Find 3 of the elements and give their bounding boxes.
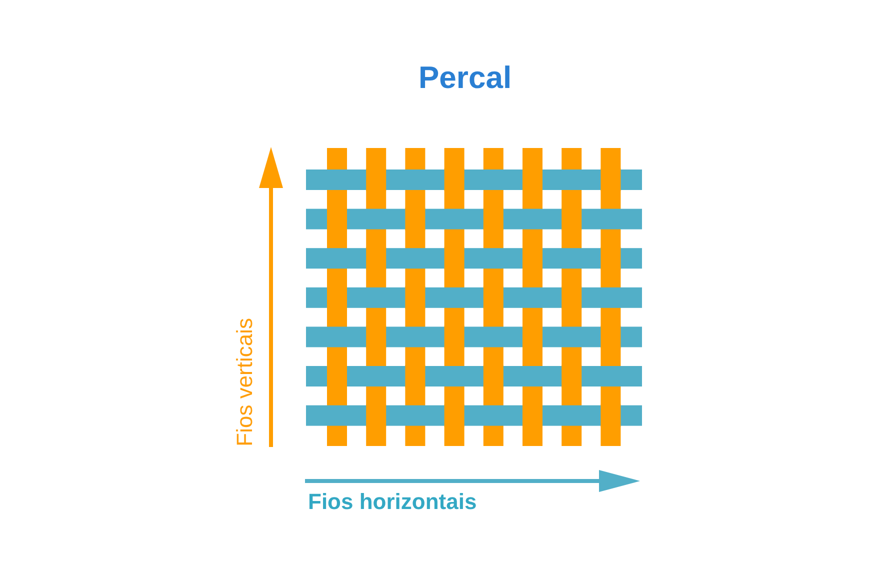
axis-label: Fios horizontais — [308, 491, 477, 513]
axis-label: Fios verticais — [234, 318, 256, 446]
diagram-title: Percal — [418, 62, 512, 93]
